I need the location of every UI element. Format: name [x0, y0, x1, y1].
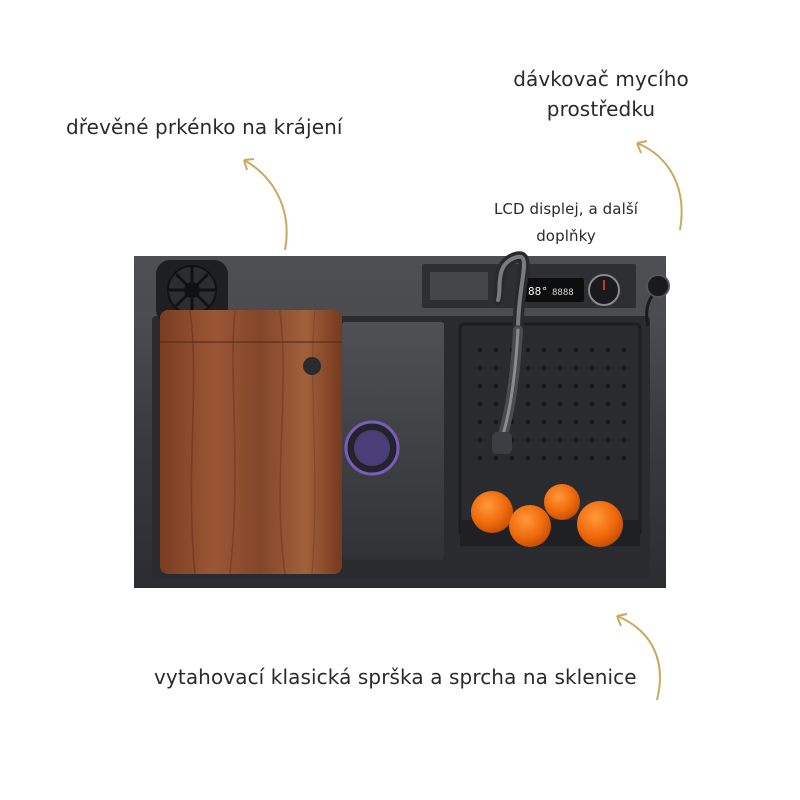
oranges: [471, 484, 623, 547]
soap-dispenser-label-line1: dávkovač mycího: [513, 67, 689, 91]
lcd-display-label: LCD displej, a další doplňky: [466, 196, 666, 250]
lcd-display-label-line1: LCD displej, a další: [493, 200, 639, 218]
lcd-temperature: 88°: [528, 285, 548, 298]
pull-out-spray-arrow-icon: [616, 613, 661, 701]
pull-out-spray-label: vytahovací klasická sprška a sprcha na s…: [154, 665, 637, 689]
soap-dispenser-arrow-icon: [636, 140, 683, 231]
sink-image: 88° 8888: [134, 251, 670, 588]
soap-dispenser-label-line2: prostředku: [546, 97, 656, 121]
cutting-board-label: dřevěné prkénko na krájení: [66, 115, 343, 139]
cutting-board: [160, 309, 342, 575]
lcd-display-label-line2: doplňky: [536, 227, 596, 245]
soap-dispenser-label: dávkovač mycího prostředku: [496, 64, 706, 124]
pull-out-faucet: [492, 251, 530, 454]
lcd-display: 88° 8888: [522, 278, 584, 302]
lcd-flow: 8888: [552, 288, 574, 298]
sink-illustration: 88° 8888: [130, 250, 670, 590]
soap-dispenser: [646, 274, 670, 298]
drain: [344, 420, 400, 476]
cutting-board-arrow-icon: [243, 158, 288, 251]
